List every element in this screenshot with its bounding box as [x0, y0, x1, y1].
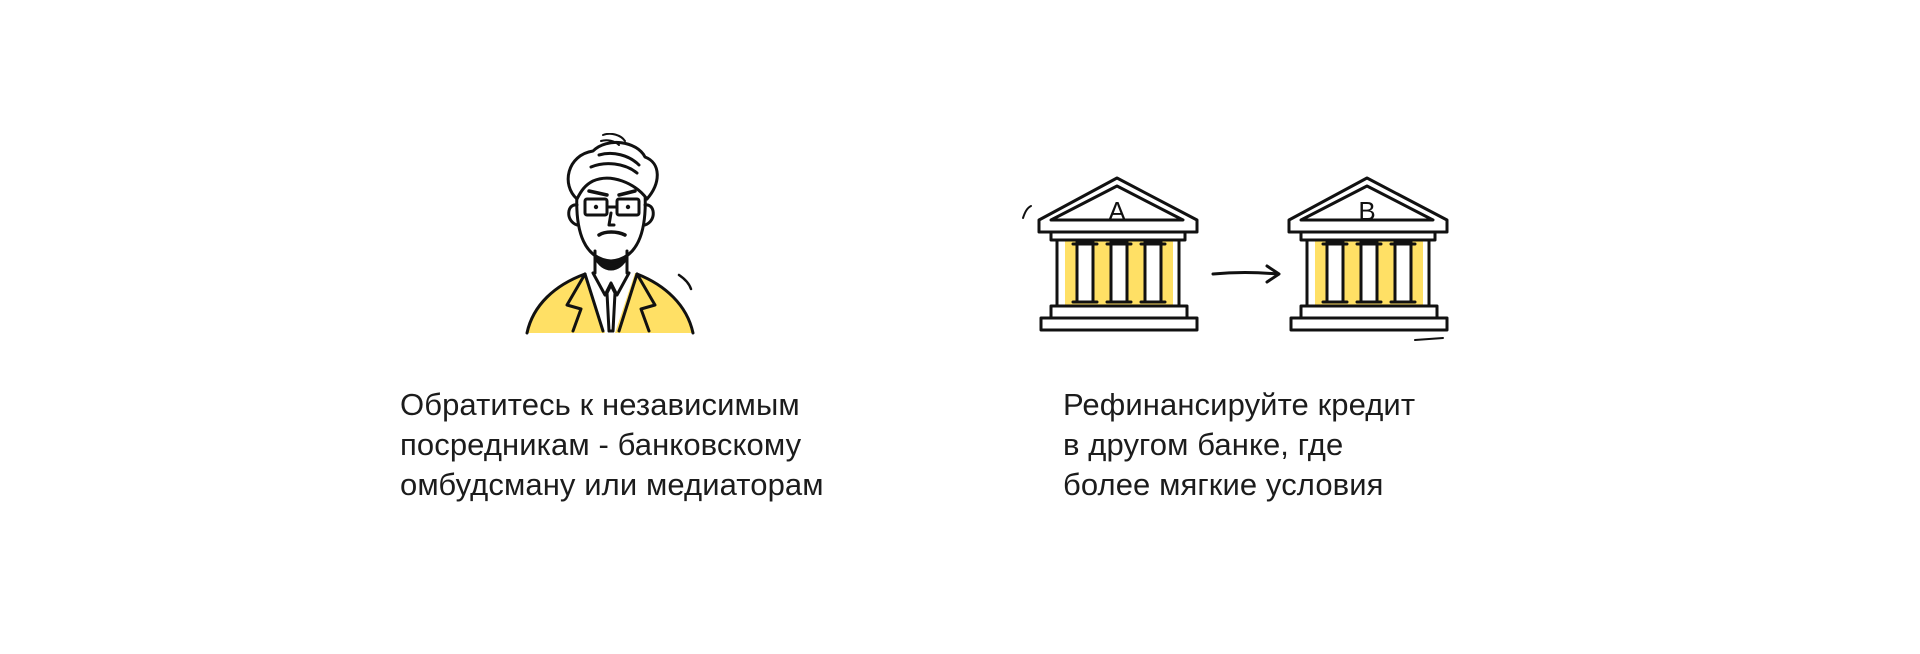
right-caption-line: Рефинансируйте кредит — [1063, 387, 1416, 422]
bank-b-label: B — [1358, 196, 1375, 226]
bank-a-icon — [1022, 176, 1199, 332]
person-with-glasses-icon — [515, 133, 710, 348]
bank-b-icon — [1287, 176, 1449, 341]
right-caption-line: в другом банке, где — [1063, 427, 1344, 462]
left-caption: Обратитесь к независимым посредникам - б… — [400, 385, 824, 505]
bank-transfer-icon: A — [1015, 170, 1470, 345]
left-caption-line: Обратитесь к независимым — [400, 387, 800, 422]
left-caption-line: омбудсману или медиаторам — [400, 467, 824, 502]
left-caption-line: посредникам - банковскому — [400, 427, 802, 462]
arrow-right-icon — [1211, 264, 1281, 284]
right-caption-line: более мягкие условия — [1063, 467, 1384, 502]
bank-a-label: A — [1108, 196, 1126, 226]
right-caption: Рефинансируйте кредит в другом банке, гд… — [1063, 385, 1415, 505]
